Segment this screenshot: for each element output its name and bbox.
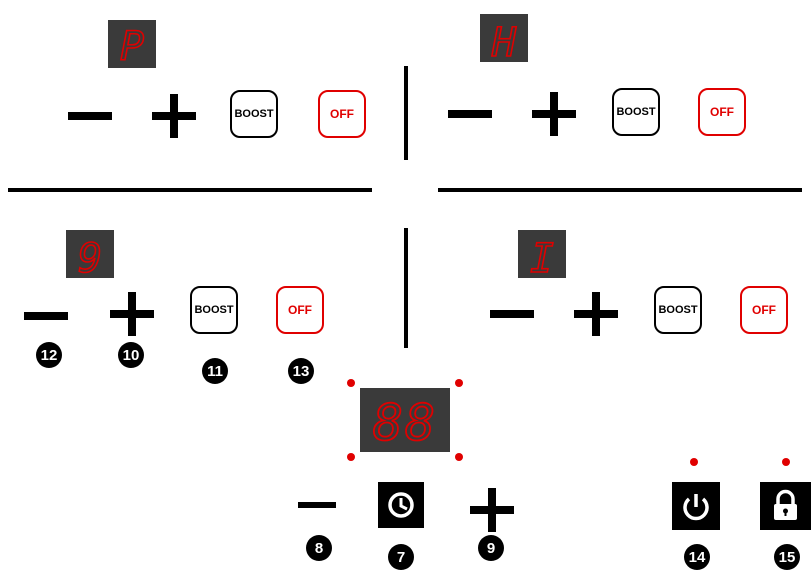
callout-off: 13 bbox=[288, 358, 314, 384]
timer-minus-button[interactable] bbox=[298, 502, 336, 508]
indicator-dot bbox=[455, 453, 463, 461]
power-indicator-dot bbox=[690, 458, 698, 466]
callout-timer-minus: 8 bbox=[306, 535, 332, 561]
plus-button[interactable] bbox=[110, 292, 154, 336]
timer-display-text: 88 bbox=[373, 394, 437, 452]
timer-plus-button[interactable] bbox=[470, 488, 514, 532]
off-button[interactable]: OFF bbox=[740, 286, 788, 334]
indicator-dot bbox=[347, 453, 355, 461]
zone-display-text: 9 bbox=[78, 236, 102, 278]
lock-icon bbox=[774, 489, 797, 520]
off-button[interactable]: OFF bbox=[276, 286, 324, 334]
minus-button[interactable] bbox=[448, 110, 492, 118]
boost-button[interactable]: BOOST bbox=[612, 88, 660, 136]
boost-button[interactable]: BOOST bbox=[654, 286, 702, 334]
callout-minus: 12 bbox=[36, 342, 62, 368]
zone-display-text: I bbox=[530, 236, 554, 278]
plus-button[interactable] bbox=[532, 92, 576, 136]
lock-indicator-dot bbox=[782, 458, 790, 466]
callout-lock: 15 bbox=[774, 544, 800, 570]
plus-button[interactable] bbox=[574, 292, 618, 336]
clock-icon bbox=[388, 492, 414, 518]
zone-display-bottom-right: I bbox=[518, 230, 566, 278]
zone-display-text: P bbox=[120, 24, 144, 68]
separator-left bbox=[8, 188, 372, 192]
lock-button[interactable] bbox=[760, 482, 811, 530]
plus-button[interactable] bbox=[152, 94, 196, 138]
minus-button[interactable] bbox=[68, 112, 112, 120]
callout-plus: 10 bbox=[118, 342, 144, 368]
callout-power: 14 bbox=[684, 544, 710, 570]
indicator-dot bbox=[347, 379, 355, 387]
separator-right bbox=[438, 188, 802, 192]
timer-display: 88 bbox=[360, 388, 450, 453]
separator-bottom bbox=[404, 228, 408, 348]
off-button[interactable]: OFF bbox=[318, 90, 366, 138]
indicator-dot bbox=[455, 379, 463, 387]
zone-display-text: H bbox=[491, 20, 517, 62]
power-icon bbox=[683, 494, 709, 521]
zone-display-bottom-left: 9 bbox=[66, 230, 114, 278]
timer-button[interactable] bbox=[378, 482, 424, 528]
separator-top bbox=[404, 66, 408, 160]
boost-button[interactable]: BOOST bbox=[190, 286, 238, 334]
minus-button[interactable] bbox=[490, 310, 534, 318]
callout-timer-plus: 9 bbox=[478, 535, 504, 561]
off-button[interactable]: OFF bbox=[698, 88, 746, 136]
power-button[interactable] bbox=[672, 482, 720, 530]
minus-button[interactable] bbox=[24, 312, 68, 320]
callout-timer: 7 bbox=[388, 544, 414, 570]
callout-boost: 11 bbox=[202, 358, 228, 384]
zone-display-top-right: H bbox=[480, 14, 528, 62]
zone-display-top-left: P bbox=[108, 20, 156, 68]
boost-button[interactable]: BOOST bbox=[230, 90, 278, 138]
